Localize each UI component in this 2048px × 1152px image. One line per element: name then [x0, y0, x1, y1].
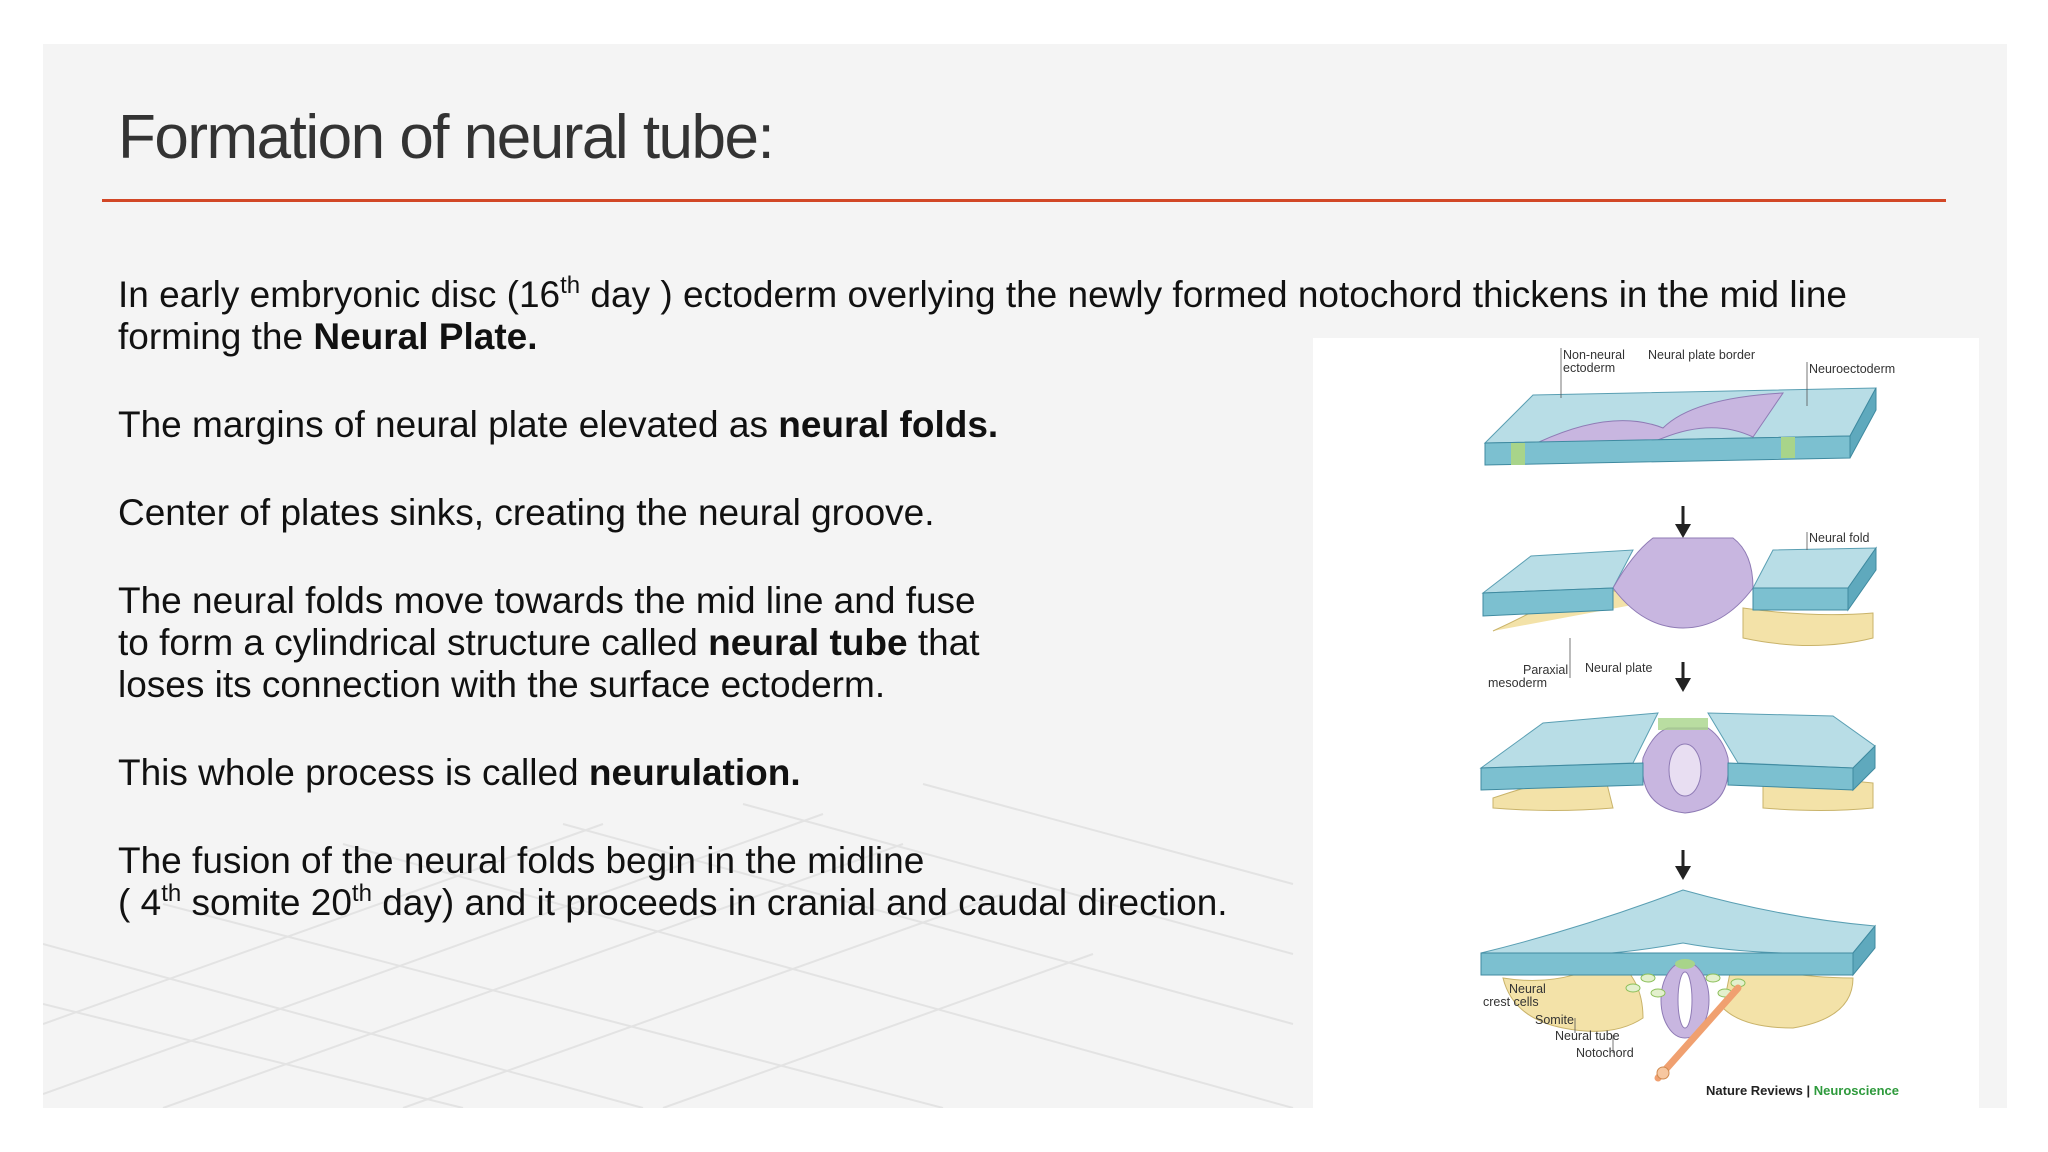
neurulation-diagram: Non-neural ectoderm Neural plate border … — [1479, 348, 1899, 1098]
svg-text:Neural plate border: Neural plate border — [1648, 348, 1755, 362]
stage-neural-plate — [1483, 387, 1877, 466]
svg-text:mesoderm: mesoderm — [1488, 676, 1547, 690]
term-neurulation: neurulation. — [588, 752, 801, 793]
stage-neural-groove — [1481, 537, 1877, 646]
term-neural-folds: neural folds. — [778, 404, 999, 445]
svg-text:Non-neural: Non-neural — [1563, 348, 1625, 362]
stage-neural-tube — [1480, 889, 1876, 1082]
svg-text:Somite: Somite — [1535, 1013, 1574, 1027]
svg-text:Neuroectoderm: Neuroectoderm — [1809, 362, 1895, 376]
paragraph-neural-tube: The neural folds move towards the mid li… — [118, 580, 980, 705]
slide: Formation of neural tube: In early embry… — [43, 44, 2007, 1108]
svg-text:Neural plate: Neural plate — [1585, 661, 1652, 675]
figure-labels: Non-neural ectoderm Neural plate border … — [1483, 348, 1895, 1060]
arrow-down-icon — [1675, 678, 1691, 692]
term-neural-tube: neural tube — [708, 622, 908, 663]
svg-text:Neural tube: Neural tube — [1555, 1029, 1620, 1043]
term-neural-plate: Neural Plate. — [313, 316, 538, 357]
paragraph-neurulation: This whole process is called neurulation… — [118, 752, 801, 793]
svg-text:Paraxial: Paraxial — [1523, 663, 1568, 677]
paragraph-neural-plate: In early embryonic disc (16th day ) ecto… — [118, 272, 1847, 358]
paragraph-neural-groove: Center of plates sinks, creating the neu… — [118, 492, 935, 533]
stage-neural-folds — [1479, 712, 1876, 814]
paragraph-fusion: The fusion of the neural folds begin in … — [118, 840, 1228, 923]
svg-text:ectoderm: ectoderm — [1563, 361, 1615, 375]
arrow-down-icon — [1675, 866, 1691, 880]
title-underline — [102, 199, 1946, 202]
arrow-down-icon — [1675, 524, 1691, 538]
svg-text:Neural fold: Neural fold — [1809, 531, 1869, 545]
svg-text:Notochord: Notochord — [1576, 1046, 1634, 1060]
figure-credit: Nature Reviews | Neuroscience — [1706, 1083, 1899, 1098]
slide-title: Formation of neural tube: — [118, 103, 775, 172]
svg-text:crest cells: crest cells — [1483, 995, 1539, 1009]
background-grid — [43, 783, 1294, 1108]
neurulation-figure: Non-neural ectoderm Neural plate border … — [1313, 338, 1979, 1108]
body-text: In early embryonic disc (16th day ) ecto… — [118, 274, 1958, 924]
paragraph-neural-folds: The margins of neural plate elevated as … — [118, 404, 999, 445]
svg-text:Neural: Neural — [1509, 982, 1546, 996]
